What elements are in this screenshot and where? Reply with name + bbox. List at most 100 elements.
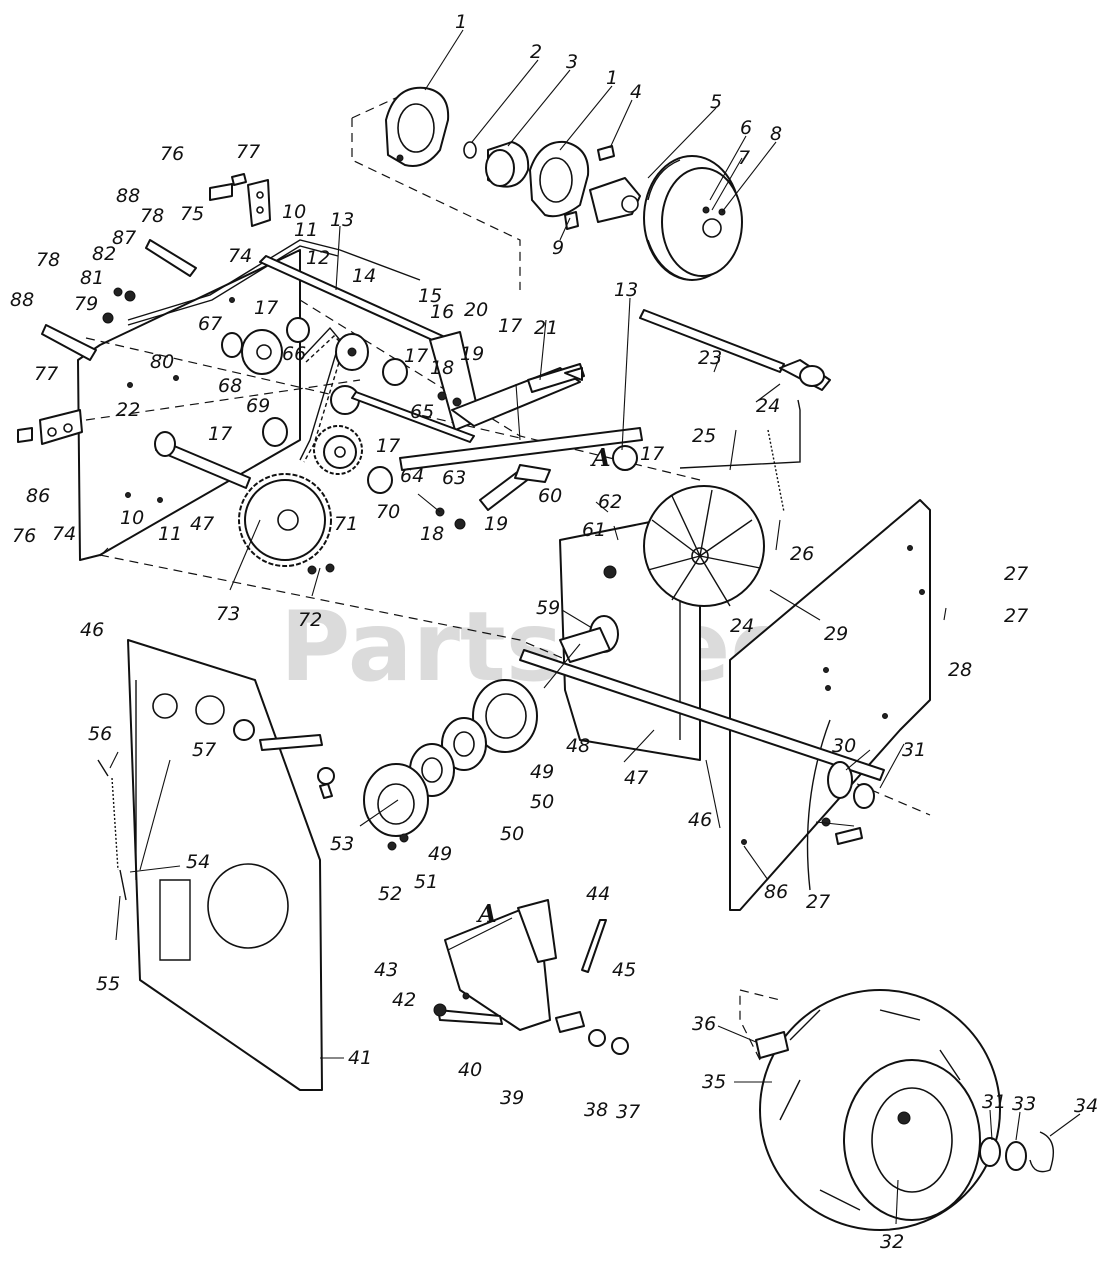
- callout-44: 44: [586, 883, 610, 905]
- callout-57: 57: [192, 739, 216, 761]
- callout-88: 88: [116, 185, 140, 207]
- callout-22: 22: [116, 399, 140, 421]
- callout-15: 15: [418, 285, 442, 307]
- callout-76: 76: [12, 525, 36, 547]
- callout-17: 17: [254, 297, 278, 319]
- callout-50: 50: [530, 791, 554, 813]
- callout-34: 34: [1074, 1095, 1098, 1117]
- front-panel: [127, 639, 323, 1091]
- callout-18: 18: [430, 357, 454, 379]
- callout-53: 53: [330, 833, 354, 855]
- callout-87: 87: [112, 227, 136, 249]
- callout-24: 24: [756, 395, 780, 417]
- callout-14: 14: [352, 265, 376, 287]
- callout-78: 78: [140, 205, 164, 227]
- callout-75: 75: [180, 203, 204, 225]
- callout-43: 43: [374, 959, 398, 981]
- drive-plate-assembly: [351, 86, 743, 290]
- right-rod-and-spring: [639, 309, 831, 513]
- callout-48: 48: [566, 735, 590, 757]
- callout-32: 32: [880, 1231, 904, 1253]
- callout-17: 17: [376, 435, 400, 457]
- callout-27: 27: [1004, 605, 1028, 627]
- callout-63: 63: [442, 467, 466, 489]
- callout-19: 19: [484, 513, 508, 535]
- callout-9: 9: [552, 237, 564, 259]
- callout-72: 72: [298, 609, 322, 631]
- right-side-frame: [729, 499, 931, 911]
- callout-77: 77: [236, 141, 260, 163]
- callout-35: 35: [702, 1071, 726, 1093]
- callout-4: 4: [630, 81, 642, 103]
- callout-56: 56: [88, 723, 112, 745]
- callout-82: 82: [92, 243, 116, 265]
- callout-27: 27: [1004, 563, 1028, 585]
- callout-67: 67: [198, 313, 222, 335]
- callout-49: 49: [530, 761, 554, 783]
- callout-17: 17: [498, 315, 522, 337]
- callout-52: 52: [378, 883, 402, 905]
- callout-17: 17: [208, 423, 232, 445]
- tension-spring: [97, 759, 127, 901]
- callout-6: 6: [740, 117, 752, 139]
- callout-60: 60: [538, 485, 562, 507]
- callout-29: 29: [824, 623, 848, 645]
- callout-11: 11: [294, 219, 318, 241]
- callout-65: 65: [410, 401, 434, 423]
- callout-80: 80: [150, 351, 174, 373]
- callout-19: 19: [460, 343, 484, 365]
- callout-17: 17: [404, 345, 428, 367]
- large-sprocket: [238, 473, 335, 575]
- callout-61: 61: [582, 519, 606, 541]
- callout-2: 2: [530, 41, 542, 63]
- callout-41: 41: [348, 1047, 372, 1069]
- callout-27: 27: [806, 891, 830, 913]
- callout-86: 86: [764, 881, 788, 903]
- cross-shafts: [154, 391, 643, 489]
- callout-70: 70: [376, 501, 400, 523]
- callout-39: 39: [500, 1087, 524, 1109]
- callout-24: 24: [730, 615, 754, 637]
- callout-46: 46: [688, 809, 712, 831]
- callout-78: 78: [36, 249, 60, 271]
- callout-37: 37: [616, 1101, 640, 1123]
- nut-and-washer: [555, 1011, 629, 1055]
- wheel-retainers: [979, 1131, 1054, 1173]
- shift-rod: [41, 239, 421, 361]
- callout-76: 76: [160, 143, 184, 165]
- callout-A: A: [590, 443, 611, 472]
- callout-31: 31: [982, 1091, 1006, 1113]
- callout-26: 26: [790, 543, 814, 565]
- flange-bearings: [262, 317, 638, 494]
- callout-20: 20: [464, 299, 488, 321]
- callout-55: 55: [96, 973, 120, 995]
- callout-45: 45: [612, 959, 636, 981]
- callout-74: 74: [52, 523, 76, 545]
- axle-and-hub: [519, 615, 885, 781]
- idler-lever: [435, 464, 551, 530]
- callout-13: 13: [330, 209, 354, 231]
- callout-51: 51: [414, 871, 438, 893]
- callout-10: 10: [120, 507, 144, 529]
- callout-42: 42: [392, 989, 416, 1011]
- spoked-disc: [643, 485, 765, 607]
- callout-7: 7: [738, 147, 750, 169]
- callout-46: 46: [80, 619, 104, 641]
- callout-3: 3: [566, 51, 578, 73]
- callout-33: 33: [1012, 1093, 1036, 1115]
- callout-47: 47: [190, 513, 214, 535]
- callout-40: 40: [458, 1059, 482, 1081]
- callout-17: 17: [640, 443, 664, 465]
- axle-washers: [821, 761, 875, 845]
- callout-8: 8: [770, 123, 782, 145]
- bearing-stack: [363, 679, 538, 851]
- callout-21: 21: [534, 317, 558, 339]
- medium-sprocket: [313, 425, 363, 475]
- callout-25: 25: [692, 425, 716, 447]
- callout-38: 38: [584, 1099, 608, 1121]
- callout-47: 47: [624, 767, 648, 789]
- callout-49: 49: [428, 843, 452, 865]
- upper-sprocket: [221, 329, 283, 375]
- callout-28: 28: [948, 659, 972, 681]
